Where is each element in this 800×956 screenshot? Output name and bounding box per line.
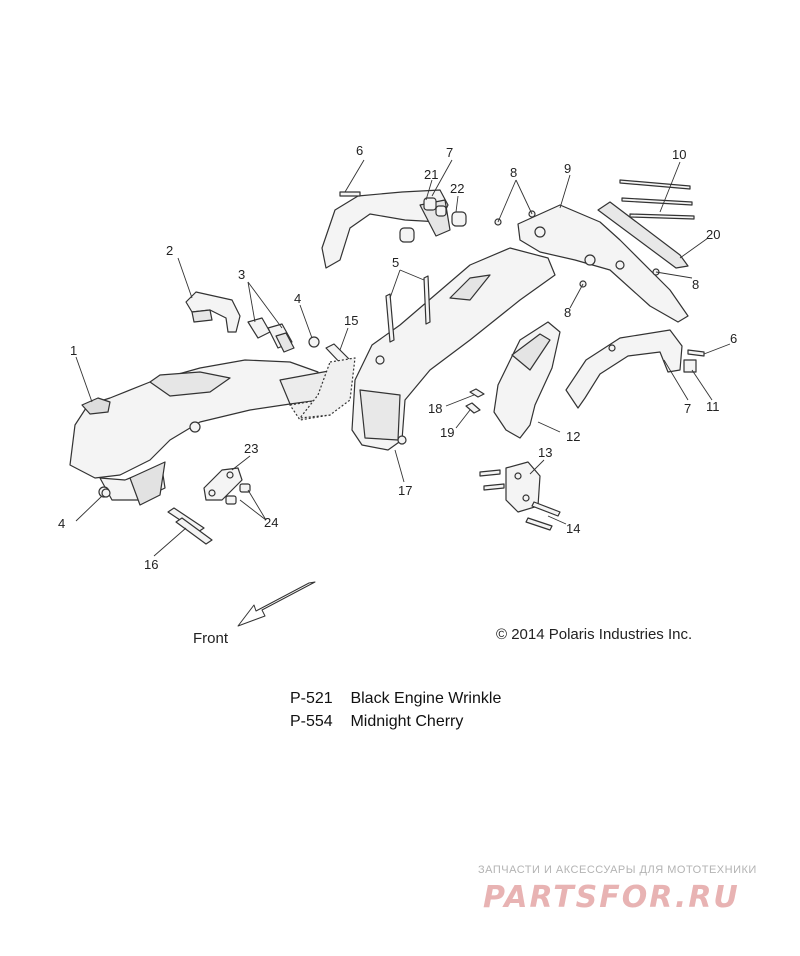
callout-23: 23	[244, 441, 259, 456]
part-strips-10	[619, 179, 695, 220]
watermark-tagline: ЗАПЧАСТИ И АКСЕССУАРЫ ДЛЯ МОТОТЕХНИКИ	[478, 864, 757, 876]
part-bushing-22	[451, 211, 467, 227]
callout-8-upper: 8	[510, 165, 518, 180]
part-screw-19	[465, 402, 481, 414]
part-nut-4-upper	[308, 336, 320, 348]
color-note-1: P-521 Black Engine Wrinkle	[290, 690, 501, 708]
part-rail-20	[597, 201, 689, 269]
callout-6-right: 6	[730, 331, 738, 346]
callout-4-lower: 4	[58, 516, 66, 531]
callout-18: 18	[428, 401, 443, 416]
callout-4-upper: 4	[294, 291, 302, 306]
part-bracket-2	[185, 291, 241, 333]
color-name: Black Engine Wrinkle	[350, 690, 502, 707]
part-bolt-6-upper	[339, 191, 361, 197]
color-name: Midnight Cherry	[350, 713, 464, 730]
callout-20: 20	[706, 227, 721, 242]
callout-14: 14	[566, 521, 581, 536]
callout-24: 24	[264, 515, 279, 530]
part-screw-18	[469, 388, 485, 398]
front-label: Front	[193, 630, 229, 647]
callout-21: 21	[424, 167, 439, 182]
part-lower-bracket-7	[565, 329, 683, 409]
callout-8-right: 8	[692, 277, 700, 292]
callout-22: 22	[450, 181, 465, 196]
color-code: P-554	[290, 713, 333, 730]
leader-lines	[75, 159, 731, 557]
callout-1: 1	[70, 343, 78, 358]
callout-11: 11	[706, 399, 720, 414]
part-link-plate-23	[203, 467, 243, 501]
part-bolts-5	[385, 275, 431, 343]
callout-12: 12	[566, 429, 581, 444]
callout-16: 16	[144, 557, 159, 572]
part-nut-4-lower	[101, 488, 111, 498]
part-bushings-24	[225, 483, 251, 505]
part-rear-tunnel-9	[517, 204, 689, 323]
callout-5: 5	[392, 255, 400, 270]
callout-6-upper: 6	[356, 143, 364, 158]
part-washer-11	[683, 359, 697, 373]
color-code: P-521	[290, 690, 333, 707]
callout-9: 9	[564, 161, 572, 176]
part-side-panel-12	[493, 321, 561, 439]
part-bolts-14	[479, 469, 561, 531]
color-note-2: P-554 Midnight Cherry	[290, 713, 463, 731]
part-center-frame-17	[299, 247, 556, 451]
callout-7-upper: 7	[446, 145, 454, 160]
callout-3: 3	[238, 267, 246, 282]
part-bolts-16	[167, 507, 213, 545]
part-bolt-6-right	[687, 349, 705, 357]
callout-8-middle: 8	[564, 305, 572, 320]
callout-17: 17	[398, 483, 413, 498]
part-clips-3	[247, 317, 295, 353]
part-bushing-21	[399, 197, 447, 243]
copyright-text: © 2014 Polaris Industries Inc.	[496, 626, 693, 643]
callout-19: 19	[440, 425, 455, 440]
callout-2: 2	[166, 243, 174, 258]
front-direction-arrow	[237, 581, 316, 627]
watermark-logo: PARTSFOR.RU	[483, 880, 740, 915]
callout-10: 10	[672, 147, 687, 162]
callout-7-lower: 7	[684, 401, 692, 416]
callout-15: 15	[344, 313, 359, 328]
callout-13: 13	[538, 445, 553, 460]
